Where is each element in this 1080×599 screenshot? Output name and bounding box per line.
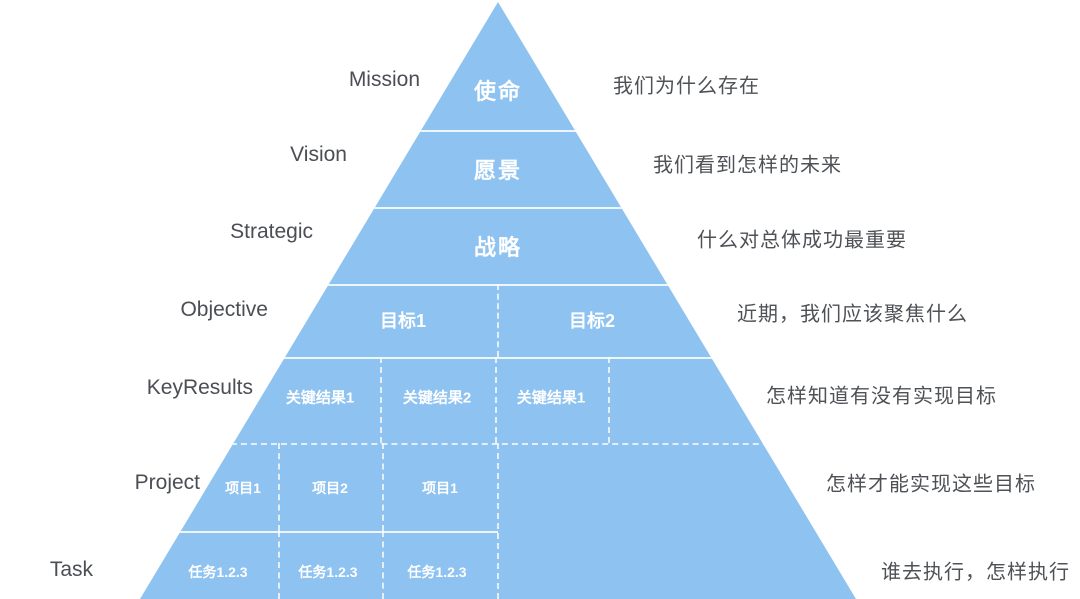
cell-project-1: 项目1 <box>225 480 261 496</box>
cell-project-2: 项目2 <box>312 480 348 496</box>
level-label-objective: Objective <box>180 298 268 321</box>
level-label-task: Task <box>49 558 93 581</box>
divider-keyresults-1 <box>380 357 382 443</box>
cell-keyresult-2: 关键结果2 <box>402 389 472 407</box>
cell-mission: 使命 <box>473 79 523 104</box>
annotation-task: 谁去执行，怎样执行 <box>881 561 1070 584</box>
divider-strategic-objective <box>140 284 856 286</box>
cell-keyresult-1: 关键结果1 <box>285 389 355 407</box>
level-label-vision: Vision <box>290 143 347 166</box>
cell-keyresult-3: 关键结果1 <box>516 389 586 407</box>
divider-mission-vision <box>140 130 856 132</box>
level-label-strategic: Strategic <box>230 220 313 243</box>
level-label-mission: Mission <box>348 68 420 91</box>
annotation-strategic: 什么对总体成功最重要 <box>697 229 907 252</box>
cell-objective-2: 目标2 <box>568 311 616 331</box>
cell-task-3: 任务1.2.3 <box>407 564 467 580</box>
divider-keyresults-project <box>140 443 856 445</box>
annotation-objective: 近期，我们应该聚焦什么 <box>737 303 968 326</box>
level-label-keyresults: KeyResults <box>146 376 253 399</box>
divider-project-1 <box>278 443 280 531</box>
divider-keyresults-3 <box>608 357 610 443</box>
level-label-project: Project <box>134 471 200 494</box>
divider-project-2 <box>382 443 384 531</box>
cell-task-2: 任务1.2.3 <box>298 564 358 580</box>
divider-center-lower <box>497 443 499 599</box>
divider-objective-cells <box>497 284 499 357</box>
annotation-project: 怎样才能实现这些目标 <box>826 473 1036 496</box>
cell-vision: 愿景 <box>473 158 523 183</box>
divider-vision-strategic <box>140 207 856 209</box>
cell-objective-1: 目标1 <box>379 311 427 331</box>
cell-task-1: 任务1.2.3 <box>188 564 248 580</box>
divider-task-2 <box>382 531 384 599</box>
divider-objective-keyresults <box>140 357 856 359</box>
cell-project-3: 项目1 <box>422 480 458 496</box>
annotation-mission: 我们为什么存在 <box>613 75 760 98</box>
cell-strategy: 战略 <box>473 235 523 260</box>
annotation-keyresults: 怎样知道有没有实现目标 <box>766 385 997 408</box>
divider-task-1 <box>278 531 280 599</box>
divider-project-task <box>140 531 498 533</box>
annotation-vision: 我们看到怎样的未来 <box>653 154 842 177</box>
divider-keyresults-2 <box>495 357 497 443</box>
